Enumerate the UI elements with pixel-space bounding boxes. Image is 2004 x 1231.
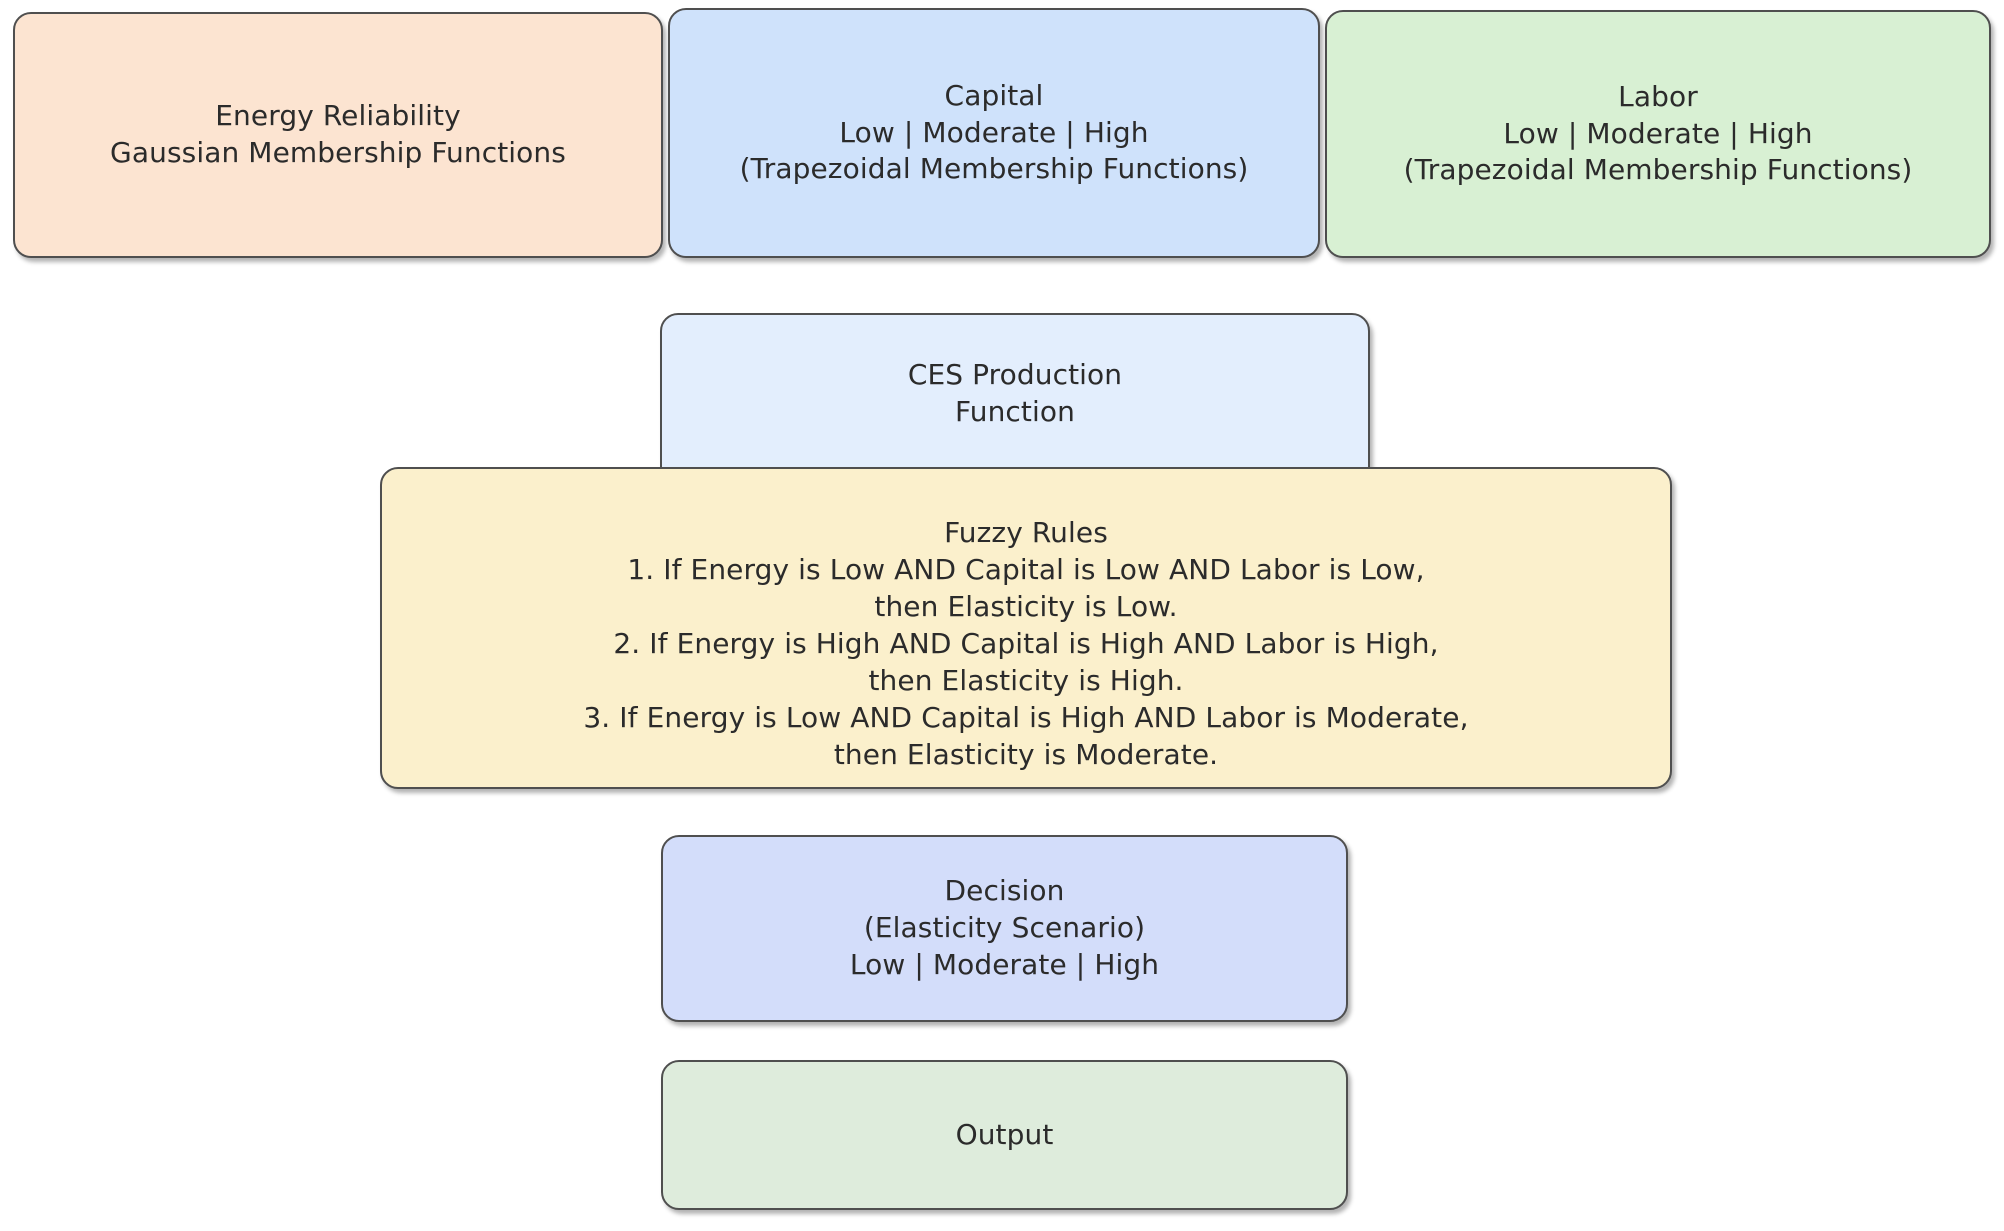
node-decision[interactable]: Decision (Elasticity Scenario) Low | Mod… xyxy=(661,835,1348,1022)
node-capital[interactable]: Capital Low | Moderate | High (Trapezoid… xyxy=(668,8,1320,258)
node-ces-production-function-label: CES Production Function xyxy=(907,358,1123,428)
node-ces-production-function[interactable]: CES Production Function xyxy=(660,313,1370,493)
node-labor[interactable]: Labor Low | Moderate | High (Trapezoidal… xyxy=(1325,10,1991,258)
node-energy-reliability[interactable]: Energy Reliability Gaussian Membership F… xyxy=(13,12,663,258)
node-fuzzy-rules-label: Fuzzy Rules 1. If Energy is Low AND Capi… xyxy=(583,516,1469,771)
node-energy-reliability-label: Energy Reliability Gaussian Membership F… xyxy=(110,99,566,169)
node-decision-label: Decision (Elasticity Scenario) Low | Mod… xyxy=(849,874,1160,981)
node-fuzzy-rules[interactable]: Fuzzy Rules 1. If Energy is Low AND Capi… xyxy=(380,467,1672,789)
node-output[interactable]: Output xyxy=(661,1060,1348,1210)
node-capital-label: Capital Low | Moderate | High (Trapezoid… xyxy=(739,78,1249,186)
node-labor-label: Labor Low | Moderate | High (Trapezoidal… xyxy=(1403,79,1913,187)
node-output-label: Output xyxy=(955,1117,1054,1151)
